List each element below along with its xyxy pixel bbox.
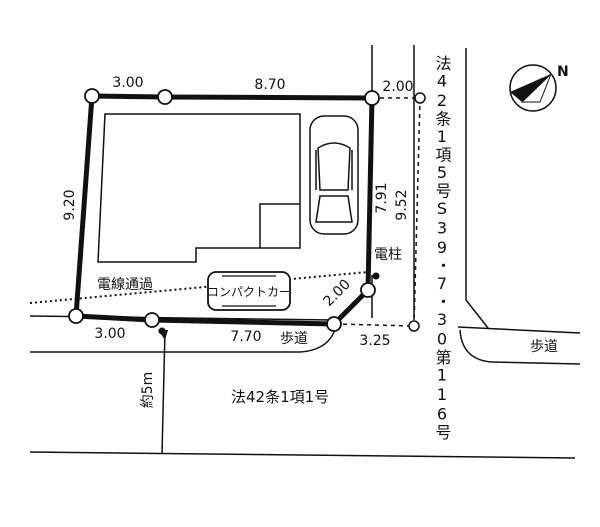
setback-lines: [334, 97, 421, 327]
dim-top-left: 3.00: [112, 75, 143, 91]
parked-sedan-icon: [309, 115, 359, 235]
boundary-marker: [157, 89, 173, 105]
boundary-marker: [360, 282, 376, 298]
compact-car-label: コンパクトカー: [207, 285, 291, 299]
dim-east-setback: 9.52: [394, 189, 410, 220]
sidewalk-front-label: 歩道: [280, 331, 308, 347]
power-line: [29, 271, 369, 304]
side-road-label: 法42条1項5号S39・7・30第116号: [433, 55, 452, 441]
dim-top-right: 8.70: [254, 77, 285, 93]
sidewalk-right-label: 歩道: [530, 339, 558, 355]
dim-left-side: 9.20: [62, 189, 78, 220]
boundary-marker: [326, 316, 342, 332]
dim-bottom-setback: 3.25: [359, 333, 390, 349]
building-footprint: [97, 113, 301, 263]
dim-corner-cut: 2.00: [320, 276, 353, 309]
road-width-dimension: [158, 329, 168, 455]
dim-bottom-left: 3.00: [94, 326, 125, 342]
boundary-marker: [364, 90, 380, 106]
boundary-marker: [144, 312, 160, 328]
dim-road-width: 約5m: [140, 372, 156, 409]
lot-boundary: [73, 93, 375, 327]
compass-north-label: N: [557, 64, 569, 80]
north-compass-icon: N: [509, 64, 569, 112]
side-road: [371, 45, 489, 329]
boundary-marker: [84, 88, 100, 104]
dim-top-setback: 2.00: [382, 79, 413, 95]
setback-marker: [408, 320, 420, 332]
front-road-label: 法42条1項1号: [231, 388, 329, 406]
setback-markers: [408, 92, 426, 332]
dim-right-side: 7.91: [374, 182, 390, 213]
compact-car-icon: コンパクトカー: [207, 271, 291, 311]
power-line-label: 電線通過: [97, 277, 153, 293]
boundary-marker: [68, 308, 84, 324]
utility-pole-label: 電柱: [374, 247, 402, 263]
setback-marker: [414, 92, 426, 104]
building-inner-notch: [259, 203, 300, 248]
utility-pole-icon: [372, 272, 380, 280]
boundary-markers: [68, 88, 380, 332]
dim-bottom-right: 7.70: [230, 329, 261, 345]
